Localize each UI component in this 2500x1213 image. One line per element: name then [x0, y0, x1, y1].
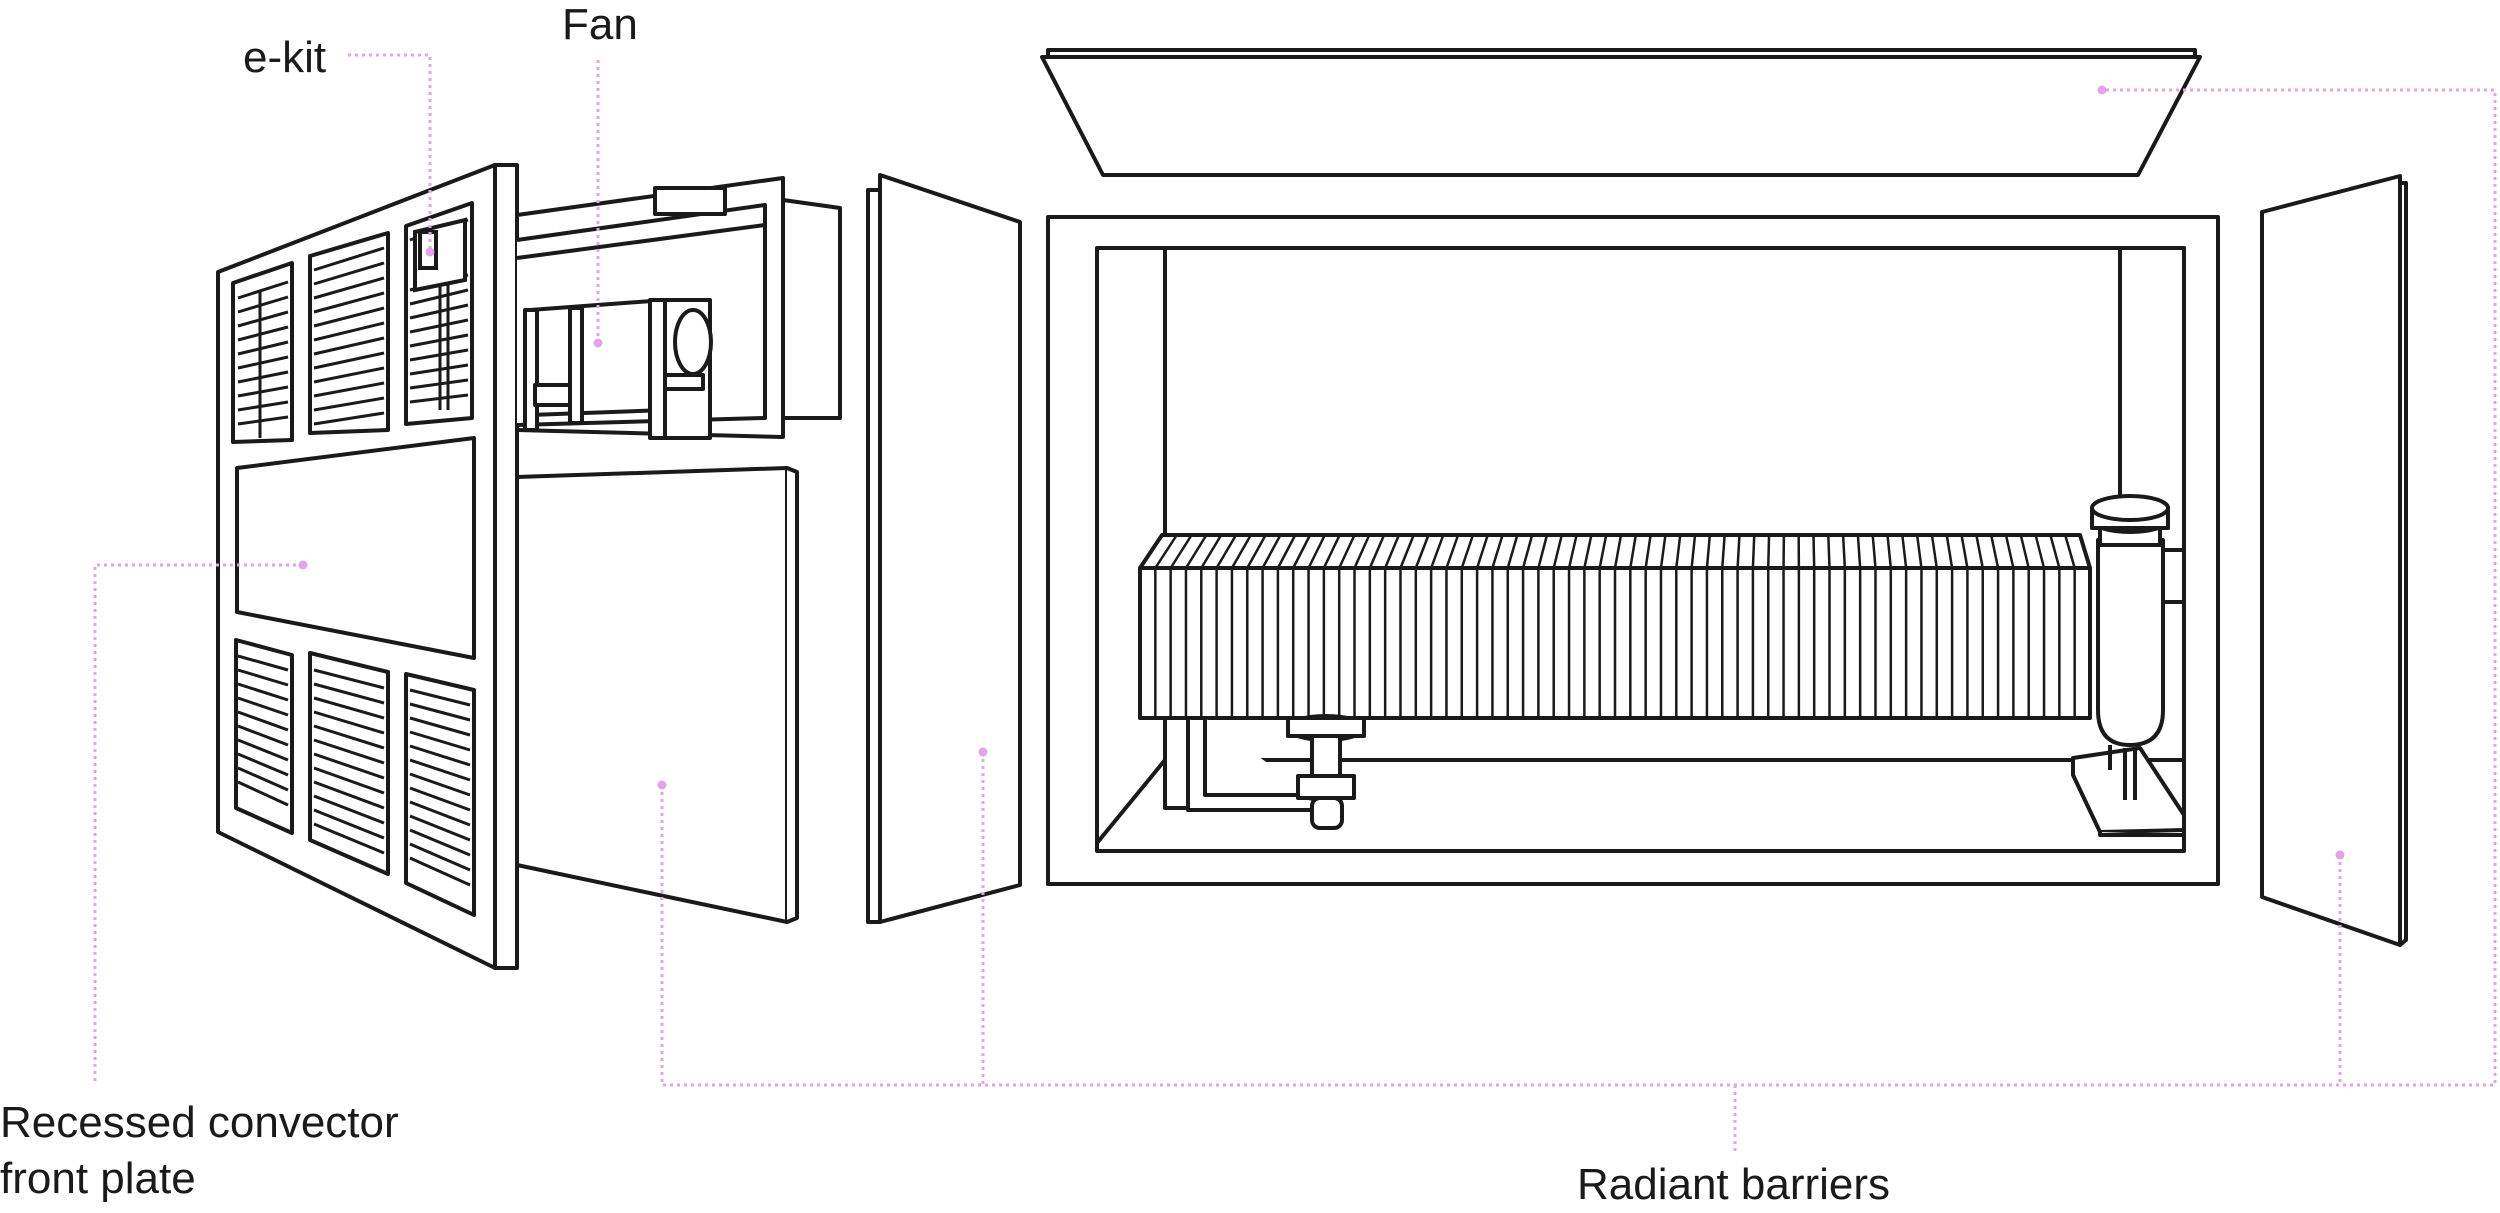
- fan-side-panel: [517, 468, 797, 922]
- fin-top: [1768, 535, 1769, 568]
- front-plate-label-line2: front plate: [0, 1151, 399, 1207]
- radiant-barriers-label: Radiant barriers: [1577, 1157, 1890, 1213]
- fan-label-text: Fan: [562, 0, 638, 53]
- fin-top: [1753, 535, 1754, 568]
- fan-dot: [594, 339, 603, 348]
- radiant-barrier-top: [1042, 50, 2200, 175]
- front-plate-label-line1: Recessed convector: [0, 1095, 399, 1151]
- e-kit-label-text: e-kit: [243, 30, 326, 86]
- fin-top: [1828, 535, 1829, 568]
- e-kit-label: e-kit: [243, 30, 326, 86]
- front-plate-label: Recessed convector front plate: [0, 1095, 399, 1207]
- radiant-barrier-right-dot: [2336, 851, 2345, 860]
- radiant-barrier-top-dot: [2098, 86, 2107, 95]
- radiant-barrier-left-dot: [979, 748, 988, 757]
- fan-label: Fan: [562, 0, 638, 53]
- radiant-barriers-label-text: Radiant barriers: [1577, 1157, 1890, 1213]
- radiant-barrier-right: [2262, 176, 2406, 945]
- fin-top: [1843, 535, 1845, 568]
- fin-top: [1813, 535, 1814, 568]
- fan-unit: [517, 178, 840, 438]
- front-plate-dot: [299, 561, 308, 570]
- fan-side-panel-dot: [658, 781, 667, 790]
- radiant-barrier-left: [868, 175, 1020, 922]
- e-kit-module: [415, 220, 465, 290]
- e-kit-dot: [426, 248, 435, 257]
